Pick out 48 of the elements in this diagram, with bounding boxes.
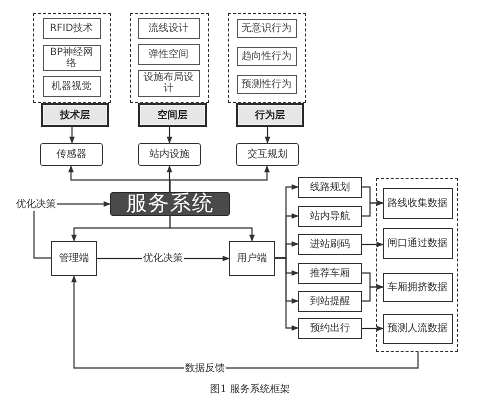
process-box: 推荐车厢 — [298, 263, 362, 284]
arrow — [264, 127, 270, 144]
item-box: 设施布局设计 — [138, 70, 200, 96]
arrow — [166, 165, 172, 192]
arrow — [166, 127, 172, 144]
data-box: 预测人流数据 — [382, 314, 452, 344]
process-box: 进站刷码 — [298, 234, 362, 255]
arrow — [362, 200, 384, 217]
arrow — [69, 127, 75, 144]
figure-caption: 图1 服务系统框架 — [209, 382, 291, 396]
item-box: BP神经网络 — [42, 44, 100, 70]
edge-label: 优化决策 — [15, 197, 57, 211]
arrow — [362, 326, 384, 332]
dashed-group-frame — [376, 178, 458, 352]
arrow — [362, 242, 384, 248]
process-box: 线路规划 — [298, 177, 362, 198]
dashed-group-frame — [130, 13, 209, 103]
process-box: 站内设施 — [138, 143, 201, 166]
process-box: 传感器 — [40, 143, 103, 166]
item-box: 趋向性行为 — [236, 46, 296, 66]
process-box: 到站提醒 — [298, 291, 362, 312]
layer-box: 空间层 — [138, 103, 207, 127]
layer-box: 技术层 — [41, 103, 109, 127]
layer-box: 行为层 — [236, 103, 304, 127]
arrow — [275, 257, 299, 331]
process-box: 站内导航 — [298, 206, 362, 227]
item-box: 弹性空间 — [138, 44, 200, 64]
dashed-group-frame — [33, 13, 111, 103]
edge-label: 数据反馈 — [184, 361, 226, 375]
process-box: 交互规划 — [236, 143, 299, 166]
item-box: 无意识行为 — [236, 18, 296, 38]
arrow — [71, 275, 419, 369]
data-box: 路线收集数据 — [382, 188, 452, 218]
dashed-group-frame — [228, 13, 306, 103]
data-box: 闸口通过数据 — [382, 228, 452, 258]
arrow — [169, 165, 270, 192]
item-box: 机器视觉 — [42, 76, 100, 96]
process-box: 用户端 — [229, 241, 275, 276]
item-box: RFID技术 — [42, 18, 100, 38]
data-box: 车厢拥挤数据 — [382, 272, 452, 302]
item-box: 流线设计 — [138, 18, 200, 38]
arrow — [362, 284, 384, 302]
system-box: 服务系统 — [110, 192, 230, 216]
arrow — [169, 216, 255, 242]
process-box: 管理端 — [51, 241, 97, 276]
edge-label: 优化决策 — [142, 251, 184, 265]
item-box: 预测性行为 — [236, 74, 296, 94]
process-box: 预约出行 — [298, 318, 362, 339]
